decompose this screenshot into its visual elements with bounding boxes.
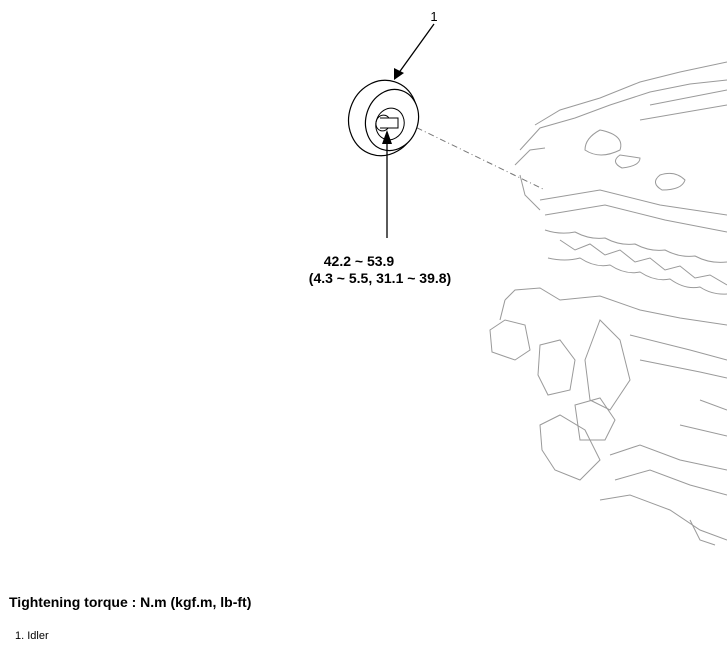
tightening-torque-heading: Tightening torque : N.m (kgf.m, lb-ft) [9, 594, 252, 610]
legend-item-idler: 1. Idler [15, 630, 49, 642]
engine-block-illustration [489, 61, 727, 546]
torque-alt-units-label: (4.3 ~ 5.5, 31.1 ~ 39.8) [309, 270, 451, 286]
torque-value-label: 42.2 ~ 53.9 [324, 253, 395, 269]
idler-pulley [347, 79, 420, 157]
torque-leader [382, 130, 392, 238]
callout-leader-1 [394, 23, 435, 80]
parts-legend: 1. Idler [15, 630, 49, 642]
idler-installation-diagram: 1 42.2 ~ 53.9 (4.3 ~ 5.5, 31.1 ~ 39.8) [309, 9, 727, 546]
callout-number-1: 1 [430, 9, 437, 24]
